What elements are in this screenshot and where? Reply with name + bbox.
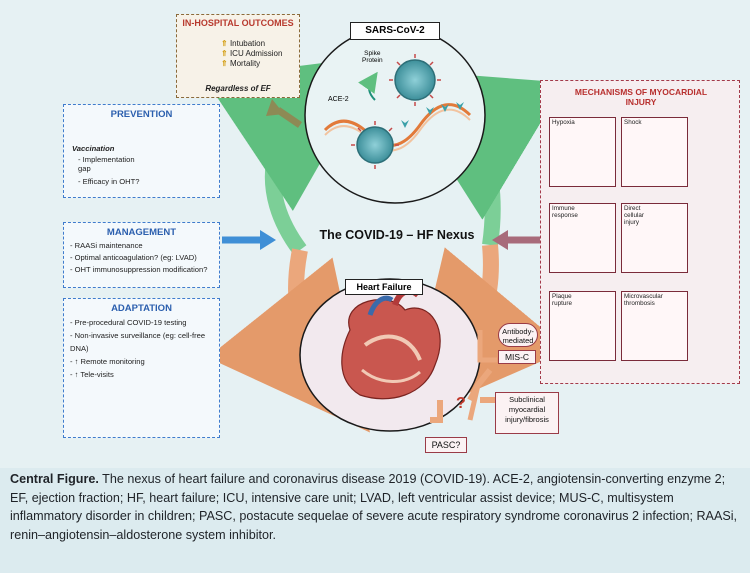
heart-failure-title: Heart Failure [345, 279, 423, 295]
list-item: - ↑ Tele-visits [70, 370, 114, 379]
list-item: - OHT immunosuppression modification? [70, 265, 208, 274]
tile-plaque-rupture: Plaque rupture [549, 291, 616, 361]
virus-particle-1 [389, 54, 441, 106]
caption-text: The nexus of heart failure and coronavir… [10, 472, 738, 542]
outcomes-footer: Regardless of EF [205, 84, 271, 93]
sars-title: SARS-CoV-2 [350, 22, 440, 40]
pasc-box: PASC? [425, 437, 467, 453]
outcomes-title: IN-HOSPITAL OUTCOMES [182, 18, 294, 28]
outcome-item: ⇑ Mortality [221, 59, 261, 68]
tile-hypoxia: Hypoxia [549, 117, 616, 187]
outcome-item: ⇑ ICU Admission [221, 49, 283, 58]
figure-panel: IN-HOSPITAL OUTCOMES ⇑ Intubation ⇑ ICU … [63, 14, 740, 453]
prevention-subtitle: Vaccination [72, 144, 115, 153]
up-arrow-icon: ⇑ [221, 39, 228, 48]
arrow-to-misc [477, 330, 497, 363]
green-arc-left [204, 55, 382, 255]
sars-circle [304, 26, 486, 204]
caption-label: Central Figure. [10, 472, 99, 486]
tile-direct-cellular-injury: Direct cellular injury [621, 203, 688, 273]
management-box: MANAGEMENT - RAASi maintenance - Optimal… [63, 222, 220, 288]
antibody-label: Antibody-mediated [498, 323, 538, 347]
outcome-item: ⇑ Intubation [221, 39, 266, 48]
tile-immune-response: Immune response [549, 203, 616, 273]
adaptation-box: ADAPTATION - Pre-procedural COVID-19 tes… [63, 298, 220, 438]
tile-microvascular-thrombosis: Microvascular thrombosis [621, 291, 688, 361]
list-item: - Implementation gap [78, 155, 135, 173]
list-item: - Optimal anticoagulation? (eg: LVAD) [70, 253, 197, 262]
list-item: - ↑ Remote monitoring [70, 357, 145, 366]
question-mark: ? [456, 395, 466, 412]
up-arrow-icon: ⇑ [221, 59, 228, 68]
list-item: - RAASi maintenance [70, 241, 143, 250]
outcomes-box: IN-HOSPITAL OUTCOMES ⇑ Intubation ⇑ ICU … [176, 14, 300, 98]
up-arrow-icon: ⇑ [221, 49, 228, 58]
management-title: MANAGEMENT [106, 227, 177, 238]
spike-protein-label: Spike Protein [362, 50, 383, 64]
virus-particle-2 [351, 121, 399, 169]
figure-caption: Central Figure. The nexus of heart failu… [10, 470, 738, 544]
list-item: - Efficacy in OHT? [78, 177, 140, 186]
arrow-to-pasc [430, 400, 443, 423]
mechanisms-box: MECHANISMS OF MYOCARDIAL INJURY Hypoxia … [540, 80, 740, 384]
list-item: - Non-invasive surveillance (eg: cell-fr… [70, 331, 206, 353]
list-item: - Pre-procedural COVID-19 testing [70, 318, 187, 327]
tile-shock: Shock [621, 117, 688, 187]
prevention-box: PREVENTION Vaccination - Implementation … [63, 104, 220, 198]
ace2-label: ACE-2 [328, 96, 349, 103]
outcomes-list: ⇑ Intubation ⇑ ICU Admission ⇑ Mortality [221, 39, 282, 69]
mechanisms-title: MECHANISMS OF MYOCARDIAL INJURY [574, 87, 708, 107]
misc-label: MIS-C [498, 350, 536, 364]
subclinical-box: Subclinical myocardial injury/fibrosis [495, 392, 559, 434]
center-title: The COVID-19 – HF Nexus [319, 228, 475, 242]
prevention-title: PREVENTION [110, 109, 173, 120]
adaptation-title: ADAPTATION [111, 303, 172, 314]
